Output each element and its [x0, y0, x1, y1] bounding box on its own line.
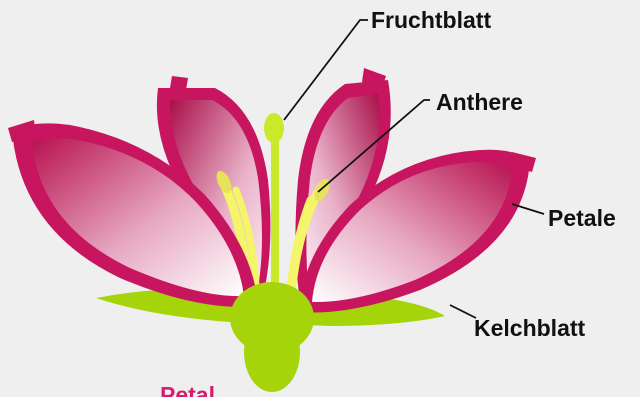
label-bottom-partial: Petal [160, 382, 215, 397]
label-petale: Petale [548, 205, 616, 231]
label-anthere: Anthere [436, 89, 523, 115]
label-fruchtblatt: Fruchtblatt [371, 7, 491, 33]
leader-kelchblatt [450, 305, 476, 318]
receptacle [230, 282, 314, 392]
label-kelchblatt: Kelchblatt [474, 315, 586, 341]
